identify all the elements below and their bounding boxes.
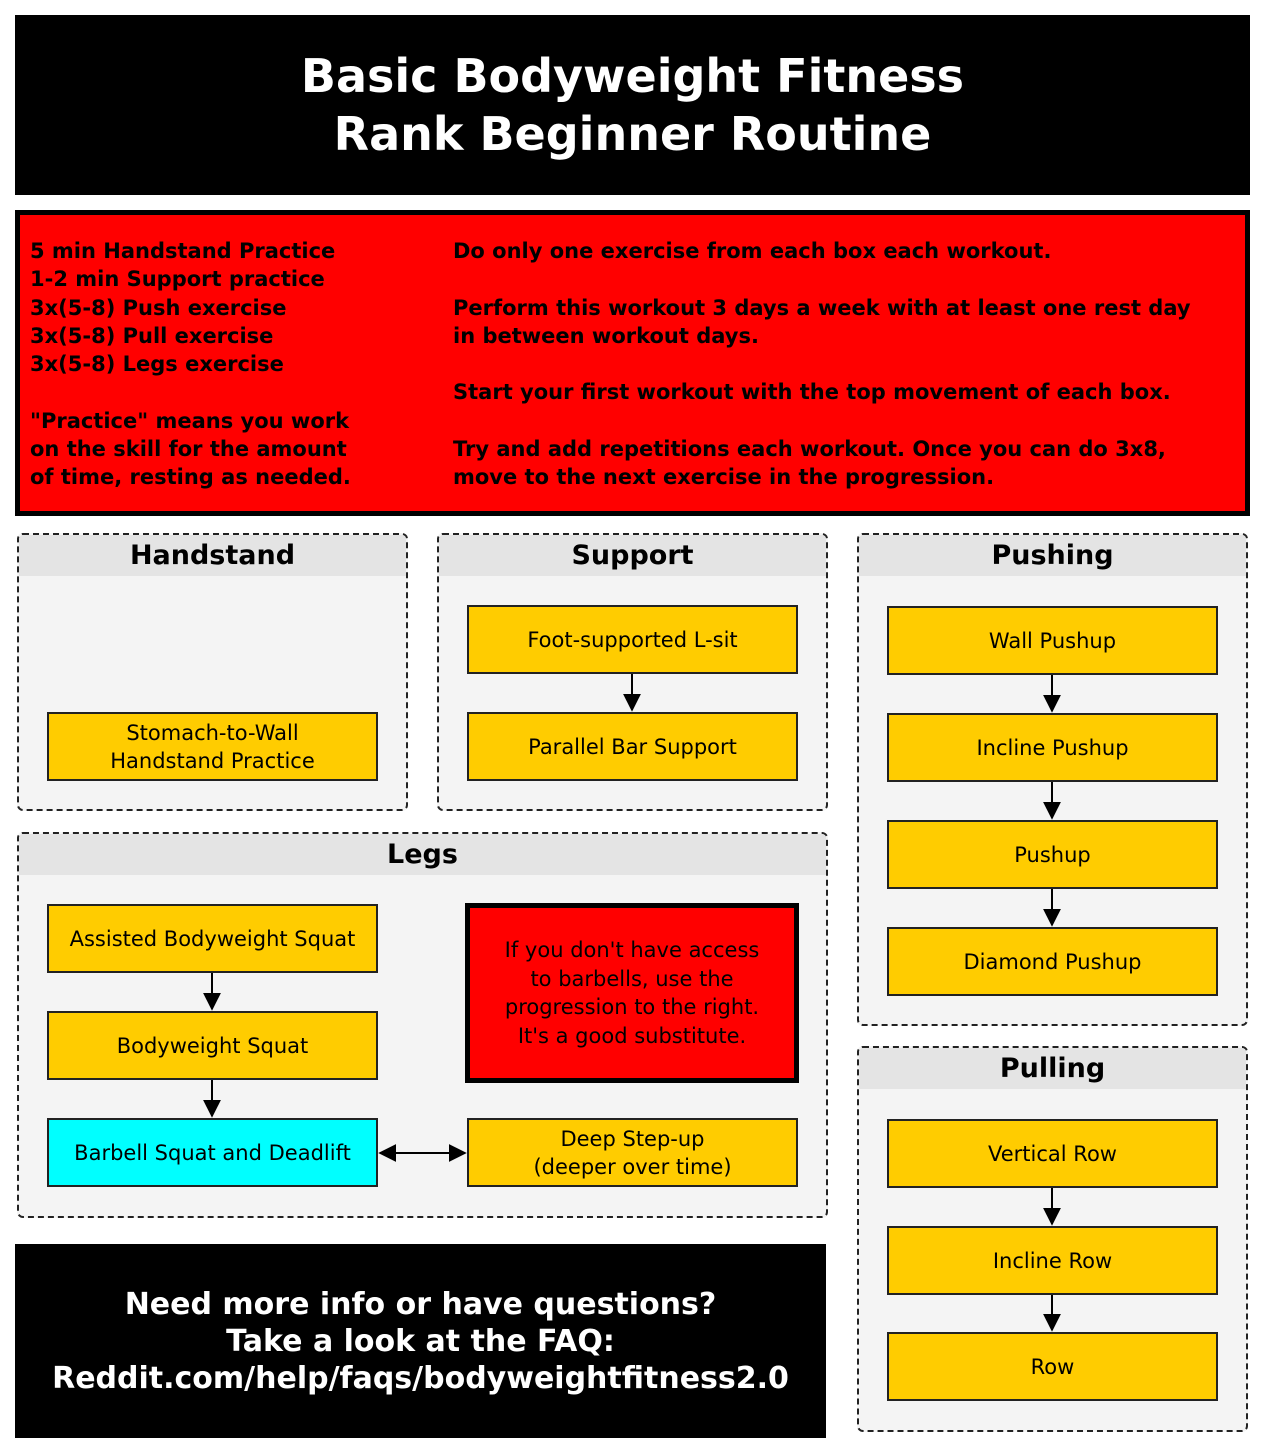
faq-line-1: Need more info or have questions?	[124, 1286, 717, 1322]
routine-rules: Do only one exercise from each box each …	[453, 237, 1191, 492]
practice-note-line: "Practice" means you work	[30, 408, 350, 433]
instructions-box: 5 min Handstand Practice 1-2 min Support…	[15, 210, 1250, 516]
rule-progression: move to the next exercise in the progres…	[453, 465, 995, 490]
faq-banner: Need more info or have questions? Take a…	[15, 1244, 826, 1438]
title-line-1: Basic Bodyweight Fitness	[300, 49, 965, 103]
panel-title: Pulling	[859, 1048, 1246, 1089]
rule-one-exercise: Do only one exercise from each box each …	[453, 239, 1052, 263]
rule-frequency: in between workout days.	[453, 323, 759, 348]
practice-note-line: on the skill for the amount	[30, 437, 347, 462]
exercise-row: Row	[887, 1332, 1218, 1401]
routine-summary: 5 min Handstand Practice 1-2 min Support…	[30, 237, 351, 492]
title-banner: Basic Bodyweight Fitness Rank Beginner R…	[15, 15, 1250, 195]
rule-frequency: Perform this workout 3 days a week with …	[453, 295, 1191, 320]
barbell-alternative-note: If you don't have access to barbells, us…	[465, 903, 799, 1083]
exercise-incline-pushup: Incline Pushup	[887, 713, 1218, 782]
exercise-barbell-squat-deadlift: Barbell Squat and Deadlift	[47, 1118, 378, 1187]
exercise-parallel-bar-support: Parallel Bar Support	[467, 712, 798, 781]
exercise-assisted-bodyweight-squat: Assisted Bodyweight Squat	[47, 904, 378, 973]
routine-line-support: 1-2 min Support practice	[30, 267, 325, 292]
exercise-diamond-pushup: Diamond Pushup	[887, 927, 1218, 996]
exercise-deep-step-up: Deep Step-up (deeper over time)	[467, 1118, 798, 1187]
exercise-stomach-to-wall-handstand: Stomach-to-Wall Handstand Practice	[47, 712, 378, 781]
exercise-foot-supported-l-sit: Foot-supported L-sit	[467, 605, 798, 674]
exercise-wall-pushup: Wall Pushup	[887, 606, 1218, 675]
rule-progression: Try and add repetitions each workout. On…	[453, 437, 1166, 462]
exercise-bodyweight-squat: Bodyweight Squat	[47, 1011, 378, 1080]
routine-line-push: 3x(5-8) Push exercise	[30, 295, 287, 320]
routine-line-handstand: 5 min Handstand Practice	[30, 239, 336, 263]
exercise-vertical-row: Vertical Row	[887, 1119, 1218, 1188]
panel-title: Support	[439, 535, 826, 576]
faq-line-2: Take a look at the FAQ:	[226, 1323, 615, 1359]
routine-line-legs: 3x(5-8) Legs exercise	[30, 352, 284, 377]
rule-start: Start your first workout with the top mo…	[453, 380, 1171, 405]
exercise-incline-row: Incline Row	[887, 1226, 1218, 1295]
panel-title: Legs	[19, 834, 826, 875]
routine-line-pull: 3x(5-8) Pull exercise	[30, 323, 274, 348]
exercise-pushup: Pushup	[887, 820, 1218, 889]
faq-link[interactable]: Reddit.com/help/faqs/bodyweightfitness2.…	[52, 1360, 789, 1396]
title-line-2: Rank Beginner Routine	[333, 107, 932, 161]
panel-title: Handstand	[19, 535, 406, 576]
practice-note-line: of time, resting as needed.	[30, 465, 351, 490]
panel-title: Pushing	[859, 535, 1246, 576]
